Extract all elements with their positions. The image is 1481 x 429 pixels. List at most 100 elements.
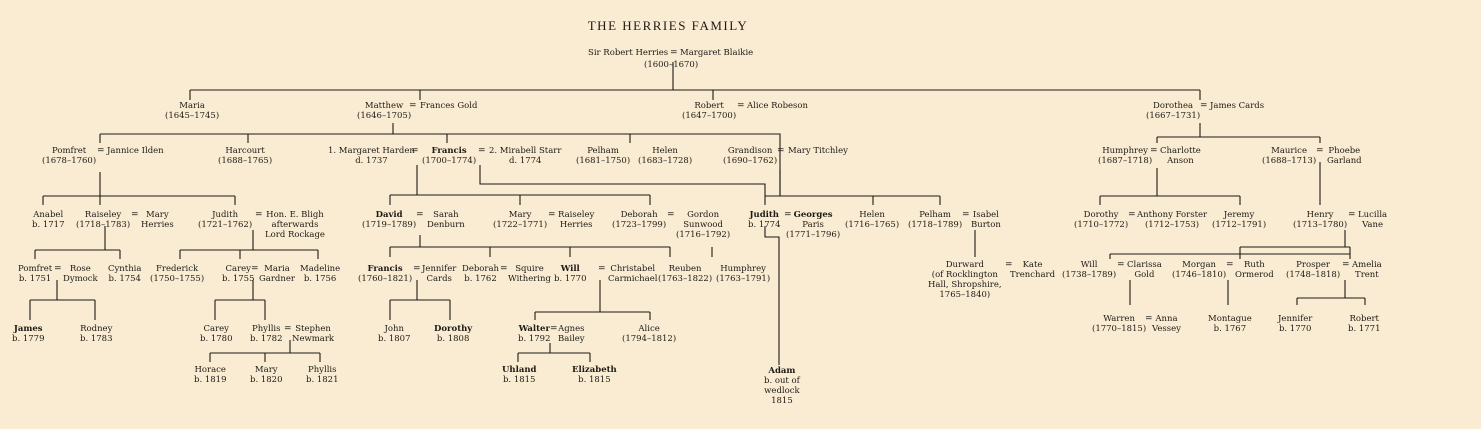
person-henry: Henry(1713–1780) xyxy=(1293,210,1348,230)
marriage-sign: = xyxy=(284,324,292,334)
diagram-title: THE HERRIES FAMILY xyxy=(587,18,749,33)
marriage-sign: = xyxy=(1316,146,1324,156)
person-alice: Alice(1794–1812) xyxy=(622,324,677,344)
marriage-sign: = xyxy=(131,210,139,220)
person-pelham: Pelham(1681–1750) xyxy=(576,146,631,166)
person-judith: Judith(1721–1762) xyxy=(198,210,253,230)
marriage-sign: = xyxy=(411,146,419,156)
marriage-sign: = xyxy=(409,101,417,111)
person-francis-1760: Francis(1760–1821) xyxy=(358,264,413,284)
person-prosper: Prosper(1748–1818) xyxy=(1286,260,1341,280)
person-warren: Warren(1770–1815) xyxy=(1092,314,1147,334)
marriage-sign: = xyxy=(1150,146,1158,156)
marriage-sign: = xyxy=(1226,260,1234,270)
person-maurice: Maurice(1688–1713) xyxy=(1262,146,1317,166)
person-reuben: Reuben(1763–1822) xyxy=(658,264,713,284)
person-alice-robeson: Alice Robeson xyxy=(747,101,809,111)
marriage-sign: = xyxy=(478,146,486,156)
person-raiseley: Raiseley(1718–1783) xyxy=(76,210,131,230)
marriage-sign: = xyxy=(1348,210,1356,220)
person-harcourt: Harcourt(1688–1765) xyxy=(218,146,273,166)
marriage-sign: = xyxy=(1145,314,1153,324)
person-deborah: Deborah(1723–1799) xyxy=(612,210,667,230)
marriage-sign: = xyxy=(54,264,62,274)
person-jannice-ilden: Jannice Ilden xyxy=(107,146,164,156)
marriage-sign: = xyxy=(1200,101,1208,111)
person-grandison: Grandison(1690–1762) xyxy=(723,146,778,166)
person-morgan: Morgan(1746–1810) xyxy=(1172,260,1227,280)
person-dorothy: Dorothy(1710–1772) xyxy=(1074,210,1129,230)
person-humphrey: Humphrey(1687–1718) xyxy=(1098,146,1153,166)
marriage-sign: = xyxy=(500,264,508,274)
marriage-sign: = xyxy=(550,324,558,334)
marriage-sign: = xyxy=(251,264,259,274)
marriage-sign: = xyxy=(777,146,785,156)
person-robert-herries: Sir Robert Herries xyxy=(588,48,669,58)
person-pelham-1718: Pelham(1718–1789) xyxy=(908,210,963,230)
person-robert: Robert(1647–1700) xyxy=(682,101,737,121)
marriage-sign: = xyxy=(416,210,424,220)
marriage-sign: = xyxy=(784,210,792,220)
marriage-sign: = xyxy=(1128,210,1136,220)
marriage-sign: = xyxy=(413,264,421,274)
marriage-sign: = xyxy=(97,146,105,156)
person-humphrey-1763: Humphrey(1763–1791) xyxy=(716,264,771,284)
person-matthew: Matthew(1646–1705) xyxy=(357,101,412,121)
marriage-sign: = xyxy=(962,210,970,220)
marriage-sign: = xyxy=(548,210,556,220)
marriage-sign: = xyxy=(598,264,606,274)
person-jeremy: Jeremy(1712–1791) xyxy=(1212,210,1267,230)
person-mary-titchley: Mary Titchley xyxy=(788,146,848,156)
marriage-sign: = xyxy=(737,101,745,111)
marriage-sign: = xyxy=(1342,260,1350,270)
marriage-sign: = xyxy=(670,48,678,58)
marriage-sign: = xyxy=(255,210,263,220)
person-maria: Maria(1645–1745) xyxy=(165,101,220,121)
person-frederick: Frederick(1750–1755) xyxy=(150,264,205,284)
person-francis: Francis(1700–1774) xyxy=(422,146,477,166)
person-david: David(1719–1789) xyxy=(362,210,417,230)
person-frances-gold: Frances Gold xyxy=(420,101,478,111)
person-will-1738: Will(1738–1789) xyxy=(1062,260,1117,280)
person-pomfret: Pomfret(1678–1760) xyxy=(42,146,97,166)
